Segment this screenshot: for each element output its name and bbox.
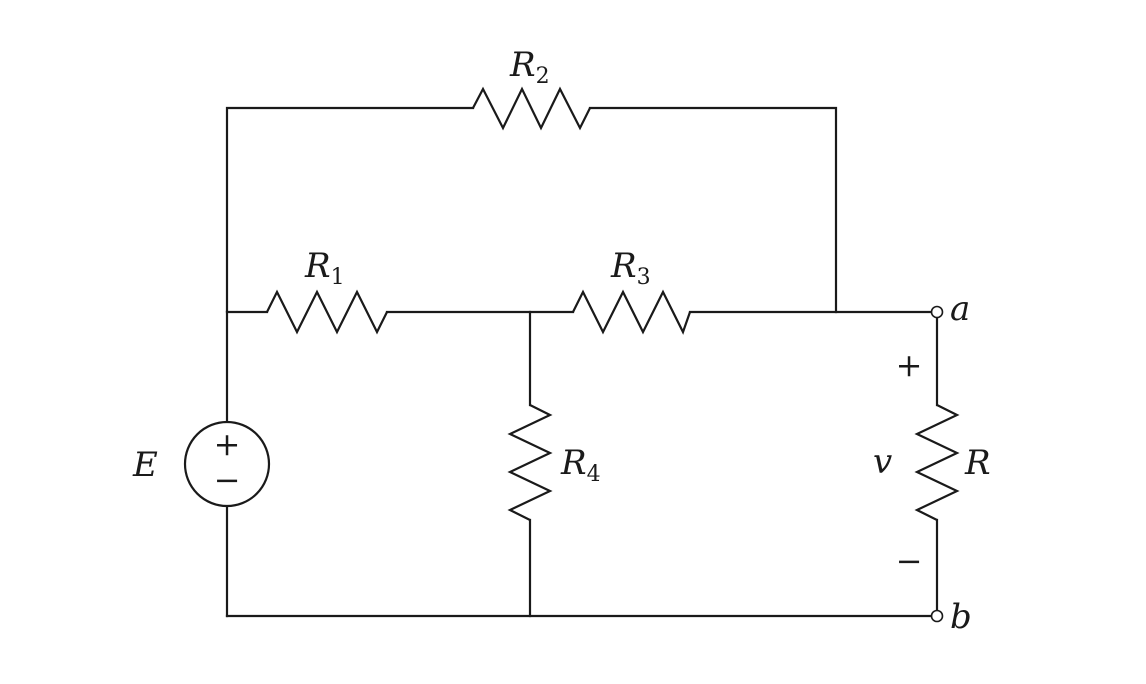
voltage-source — [183, 420, 271, 508]
label-r3: R3 — [610, 246, 651, 290]
label-load-resistor: R — [964, 443, 991, 483]
label-terminal-a: a — [950, 289, 970, 329]
resistor-r2 — [472, 86, 591, 131]
label-r1: R1 — [304, 246, 345, 290]
resistor-r1 — [266, 289, 388, 335]
wire-top-left — [225, 106, 475, 313]
wire-top-right — [588, 106, 838, 314]
voltage-minus-sign: − — [896, 542, 923, 580]
wires — [225, 106, 939, 618]
resistor-r4 — [507, 404, 553, 521]
resistor-load — [914, 404, 960, 521]
label-r2: R2 — [509, 45, 550, 89]
label-r4: R4 — [560, 443, 601, 487]
voltage-plus-sign: + — [896, 346, 923, 384]
label-voltage-v: v — [873, 442, 892, 482]
resistor-r3 — [572, 289, 692, 335]
terminal-b — [930, 609, 944, 623]
label-source-e: E — [132, 445, 158, 485]
terminal-a — [930, 305, 944, 319]
label-terminal-b: b — [950, 597, 972, 637]
source-minus-sign: − — [214, 461, 241, 499]
source-plus-sign: + — [214, 425, 241, 463]
